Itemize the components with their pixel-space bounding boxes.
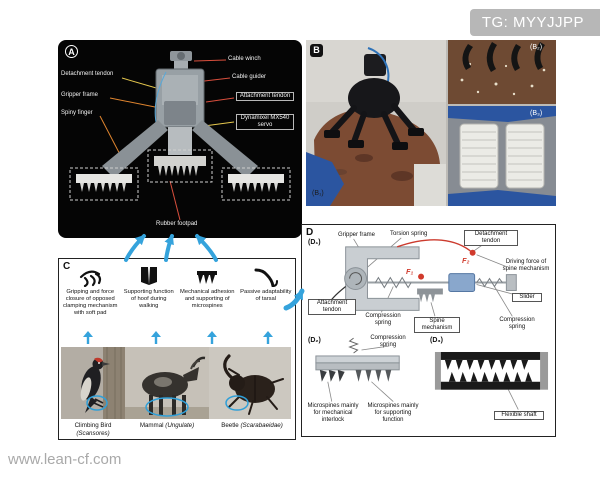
- feature-clamping: Gripping and force closure of opposed cl…: [61, 263, 120, 317]
- up-arrow-icon: [207, 331, 217, 344]
- gripper-robot-render: [69, 51, 291, 221]
- panel-b: B (B₁) (B₂) (B₃): [306, 40, 556, 206]
- animal-name: Climbing Bird: [74, 422, 112, 429]
- label-slider: Slider: [512, 293, 542, 302]
- photo-microspine-arrays: [448, 106, 556, 206]
- hoof-icon: [137, 263, 161, 287]
- label-detachment-tendon: Detachment tendon: [464, 230, 518, 246]
- callout-cable-winch: Cable winch: [228, 56, 261, 62]
- animal-name: Beetle: [221, 422, 239, 429]
- label-compression-spring-left: Compression spring: [365, 313, 401, 326]
- animal-taxon: (Scansores): [76, 429, 110, 437]
- callout-rubber-footpad: Rubber footpad: [156, 221, 198, 227]
- watermark-tag: TG: MYYJJPP: [469, 9, 600, 36]
- label-spine-mechanism: Spine mechanism: [414, 317, 460, 333]
- up-arrow-icon: [83, 331, 93, 344]
- label-microspines-support: Microspines mainly for supporting functi…: [367, 403, 419, 423]
- animal-taxon: (Ungulate): [165, 422, 195, 429]
- feature-text: Mechanical adhesion and supporting of mi…: [180, 289, 235, 309]
- panel-a: A Detachment tendon Gripper frame Spiny …: [58, 40, 302, 238]
- photo-robot-on-rock: [306, 40, 446, 206]
- label-attachment-tendon: Attachment tendon: [308, 299, 356, 315]
- label-torsion-spring: Torsion spring: [390, 231, 428, 237]
- spines-closeup-image: [448, 40, 556, 104]
- sub-label-b3: (B₃): [530, 110, 543, 117]
- tarsal-icon: [254, 263, 278, 287]
- panel-d: D (D₁) Gripper frame Torsion spring Deta…: [301, 224, 556, 437]
- sub-label-d1: (D₁): [308, 239, 321, 246]
- animal-photo-row: [61, 347, 295, 419]
- feature-text: Supporting function of hoof during walki…: [123, 289, 174, 309]
- feature-tarsal: Passive adaptability of tarsal: [237, 263, 296, 317]
- mechanism-schematic: [315, 237, 549, 410]
- sub-label-d2: (D₂): [308, 337, 321, 344]
- woodpecker-photo: [61, 347, 125, 419]
- up-arrow-icon: [263, 331, 273, 344]
- label-gripper-frame: Gripper frame: [338, 232, 376, 238]
- microspine-arrays-image: [448, 106, 556, 206]
- label-f1: F₁: [406, 267, 414, 276]
- callout-gripper-frame: Gripper frame: [61, 92, 99, 98]
- panel-b-label: B: [310, 44, 323, 57]
- panel-c-label: C: [63, 261, 71, 272]
- up-arrow-icon: [151, 331, 161, 344]
- caption-climbing-bird: Climbing Bird (Scansores): [61, 422, 125, 438]
- caption-beetle: Beetle (Scarabaeidae): [211, 422, 293, 430]
- sub-label-d3: (D₃): [430, 337, 443, 344]
- bio-feature-row: Gripping and force closure of opposed cl…: [61, 263, 295, 317]
- callout-servo: Dynamixel MX540 servo: [236, 114, 294, 131]
- callout-cable-guider: Cable guider: [232, 74, 267, 80]
- microspines-icon: [195, 263, 219, 287]
- caption-mammal: Mammal (Ungulate): [125, 422, 209, 430]
- panel-c: C Gripping and force closure of opposed …: [58, 258, 296, 440]
- label-d2-compression-spring: Compression spring: [370, 335, 406, 348]
- sub-label-b1: (B₁): [312, 190, 324, 197]
- bird-claw-icon: [78, 263, 102, 287]
- robot-on-rock-image: [306, 40, 446, 206]
- panel-d-label: D: [306, 227, 314, 238]
- callout-detachment-tendon: Detachment tendon: [61, 71, 114, 77]
- label-microspines-interlock: Microspines mainly for mechanical interl…: [307, 403, 359, 423]
- feature-text: Passive adaptability of tarsal: [240, 289, 292, 302]
- callout-spiny-finger: Spiny finger: [61, 110, 93, 116]
- photo-spines-closeup: [448, 40, 556, 104]
- beetle-photo: [209, 347, 291, 419]
- feature-microspines: Mechanical adhesion and supporting of mi…: [178, 263, 237, 317]
- sub-label-b2: (B₂): [530, 44, 543, 51]
- label-driving-force: Driving force of spine mechanism: [502, 259, 550, 272]
- callout-attachment-tendon: Attachment tendon: [236, 92, 294, 102]
- feature-hoof: Supporting function of hoof during walki…: [120, 263, 179, 317]
- animal-name: Mammal: [139, 422, 164, 429]
- watermark-site: www.lean-cf.com: [8, 451, 122, 468]
- feature-text: Gripping and force closure of opposed cl…: [63, 289, 118, 316]
- animal-taxon: (Scarabaeidae): [240, 422, 283, 429]
- label-f2: F₂: [462, 256, 470, 265]
- panel-a-label: A: [65, 45, 78, 58]
- goat-photo: [125, 347, 209, 419]
- label-compression-spring-right: Compression spring: [499, 317, 535, 330]
- label-flexible-shaft: Flexible shaft: [494, 411, 544, 420]
